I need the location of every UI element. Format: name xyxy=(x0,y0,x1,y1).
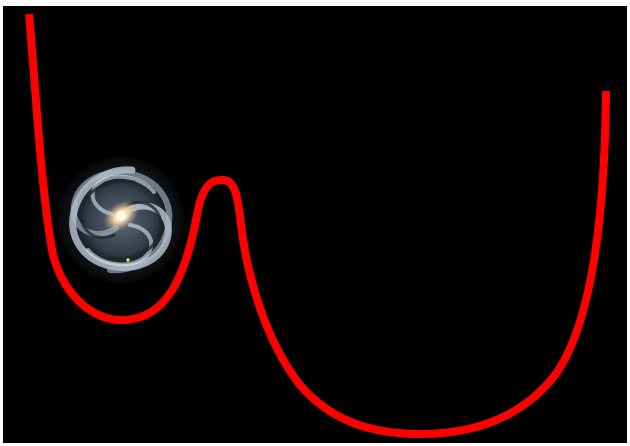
spiral-galaxy-icon xyxy=(58,157,184,283)
galaxy-spiral-arms xyxy=(69,166,173,274)
galaxy-arm-3 xyxy=(86,223,154,267)
galaxy-arm-4 xyxy=(90,174,156,216)
galaxy-arm-1 xyxy=(69,166,172,271)
sun-marker xyxy=(126,258,130,262)
galaxy-dust-lane-2 xyxy=(79,179,136,240)
galaxy-nucleus xyxy=(116,211,126,221)
galaxy-dust-lane-1 xyxy=(106,200,163,261)
potential-curve xyxy=(25,13,610,438)
galaxy-arm-2 xyxy=(70,169,173,274)
